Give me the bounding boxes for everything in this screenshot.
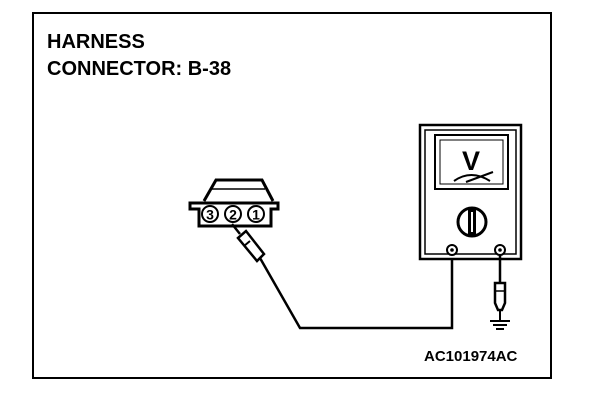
- meter-needle: [465, 171, 494, 183]
- voltage-symbol: V: [462, 146, 480, 176]
- pin-2-label: 2: [229, 207, 237, 223]
- negative-terminal-dot: [498, 248, 502, 252]
- test-probe: [231, 223, 266, 263]
- figure-code: AC101974AC: [424, 348, 518, 365]
- pin-3-circle: [201, 205, 219, 223]
- pin-2-circle: [224, 205, 242, 223]
- ground-probe-handle: [493, 281, 507, 312]
- probe-handle-ring: [243, 240, 251, 247]
- meter-display-inner: [439, 139, 504, 185]
- title-line-2: CONNECTOR: B-38: [47, 58, 232, 80]
- positive-test-lead: [258, 253, 454, 330]
- voltmeter: V: [418, 123, 523, 261]
- meter-case-inner: [424, 129, 517, 255]
- probe-handle: [236, 229, 266, 263]
- harness-connector: 3 2 1: [188, 178, 280, 228]
- knob-pointer-slot: [471, 212, 473, 232]
- meter-scale-arc: [453, 174, 491, 182]
- pin-1-circle: [247, 205, 265, 223]
- pin-1-label: 1: [252, 207, 260, 223]
- connector-hood: [202, 178, 275, 202]
- positive-terminal-dot: [450, 248, 454, 252]
- title-line-1: HARNESS: [47, 31, 145, 53]
- pin-3-label: 3: [206, 207, 214, 223]
- figure-border: [32, 12, 552, 379]
- ground-lead: [490, 255, 510, 330]
- diagram-title: HARNESS CONNECTOR: B-38: [47, 29, 231, 83]
- probe-needle: [231, 223, 241, 235]
